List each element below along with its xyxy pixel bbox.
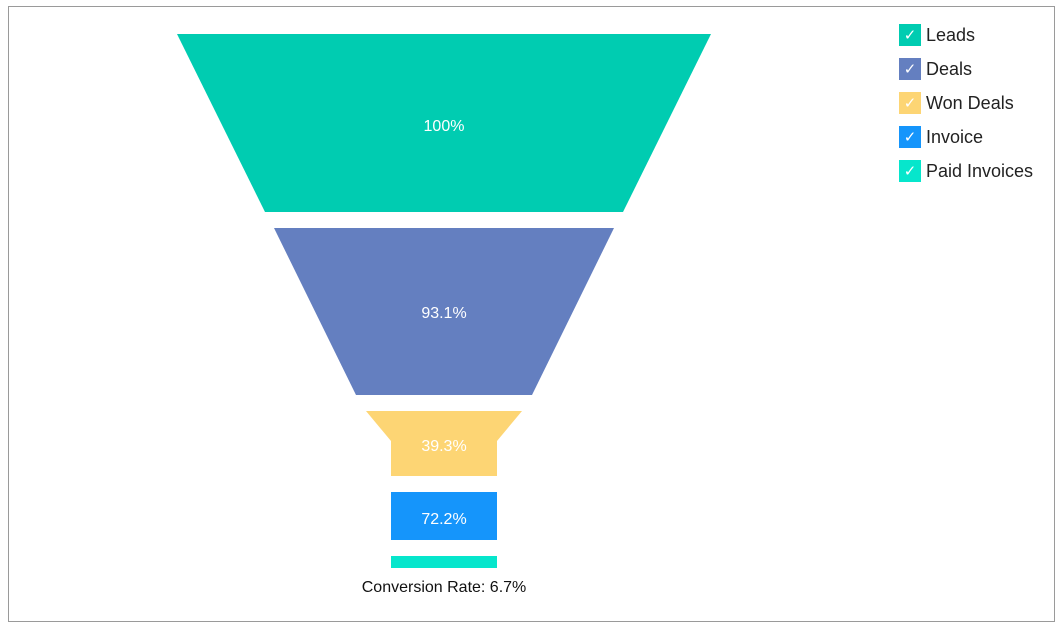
legend-item-leads[interactable]: ✓Leads <box>899 24 1033 46</box>
funnel-segments: 100% 93.1% 39.3% 72.2% <box>177 34 711 568</box>
funnel-segment-deals[interactable] <box>274 228 614 395</box>
legend-item-invoice[interactable]: ✓Invoice <box>899 126 1033 148</box>
funnel-value-label: 39.3% <box>421 438 466 455</box>
legend-label: Leads <box>926 24 976 45</box>
legend-label: Deals <box>926 58 973 79</box>
funnel-segment-paid-invoices[interactable] <box>391 556 497 568</box>
conversion-rate-label: Conversion Rate: 6.7% <box>362 579 527 596</box>
legend-label: Won Deals <box>926 92 1014 113</box>
checkmark-icon[interactable]: ✓ <box>899 92 921 114</box>
legend-label: Invoice <box>926 126 984 147</box>
funnel-segment-won-deals[interactable] <box>366 411 522 476</box>
funnel-segment-invoice[interactable] <box>391 492 497 540</box>
legend-item-paid-invoices[interactable]: ✓Paid Invoices <box>899 160 1033 182</box>
checkmark-icon[interactable]: ✓ <box>899 160 921 182</box>
funnel-segment-leads[interactable] <box>177 34 711 212</box>
legend-item-deals[interactable]: ✓Deals <box>899 58 1033 80</box>
funnel-value-label: 72.2% <box>421 511 466 528</box>
legend-item-won-deals[interactable]: ✓Won Deals <box>899 92 1033 114</box>
funnel-value-label: 100% <box>424 118 465 135</box>
funnel-value-label: 93.1% <box>421 305 466 322</box>
checkmark-icon[interactable]: ✓ <box>899 58 921 80</box>
chart-legend: ✓Leads✓Deals✓Won Deals✓Invoice✓Paid Invo… <box>899 24 1033 194</box>
checkmark-icon[interactable]: ✓ <box>899 24 921 46</box>
checkmark-icon[interactable]: ✓ <box>899 126 921 148</box>
legend-label: Paid Invoices <box>926 160 1034 181</box>
